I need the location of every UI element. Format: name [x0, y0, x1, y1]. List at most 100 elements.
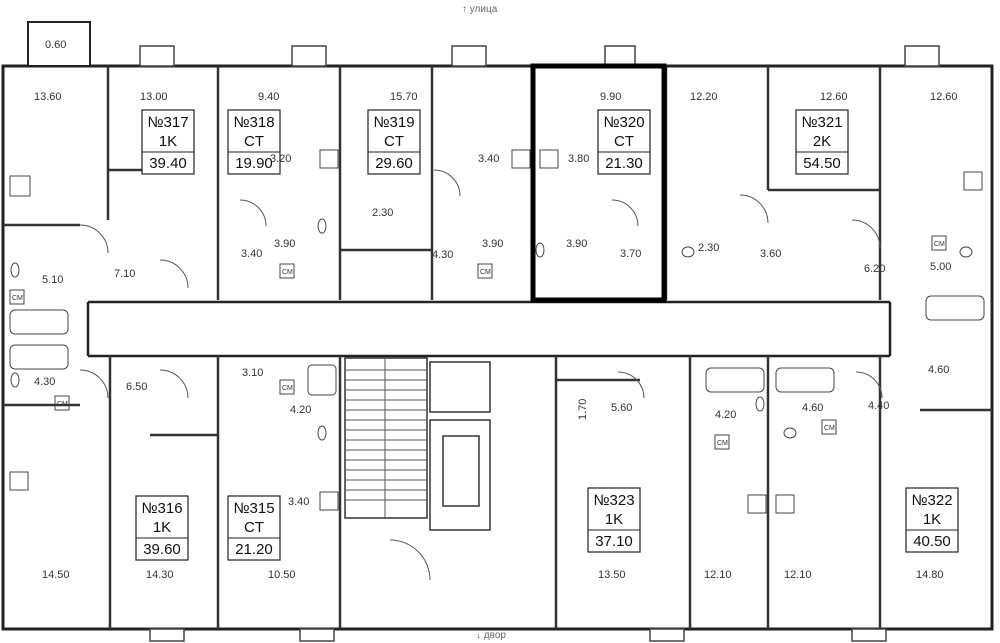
room-area: 7.10 [114, 268, 135, 280]
stair-core [344, 357, 491, 531]
balcony [27, 21, 91, 67]
unit-type: 1K [153, 519, 171, 536]
washer-label: CM [282, 385, 293, 392]
room-area: 13.50 [598, 569, 626, 581]
unit-number: №316 [141, 500, 182, 517]
room-area: 2.30 [372, 207, 393, 219]
room-area: 3.90 [566, 238, 587, 250]
toilets [10, 218, 973, 441]
direction-top: ↑ улица [462, 4, 498, 15]
unit-number: №323 [593, 492, 634, 509]
room-area: 2.30 [698, 242, 719, 254]
unit-area: 37.10 [595, 533, 633, 550]
room-area: 3.90 [482, 238, 503, 250]
unit-type: CT [244, 519, 264, 536]
unit-type: 2K [813, 133, 831, 150]
room-area: 14.50 [42, 569, 70, 581]
room-area: 4.60 [802, 402, 823, 414]
washer-label: CM [57, 401, 68, 408]
room-area: 12.60 [820, 91, 848, 103]
washer-label: CM [824, 425, 835, 432]
unit-316-label: №316 1K 39.60 [135, 495, 189, 561]
room-area: 15.70 [390, 91, 418, 103]
room-area: 9.40 [258, 91, 279, 103]
unit-area: 19.90 [235, 155, 273, 172]
fixture-labels: CM CM CM CM CM CM CM CM [12, 241, 945, 447]
washer-label: CM [934, 241, 945, 248]
room-area: 4.30 [432, 249, 453, 261]
direction-bottom: ↓ двор [476, 630, 506, 641]
room-area: 12.60 [930, 91, 958, 103]
room-area: 3.90 [274, 238, 295, 250]
room-area: 14.80 [916, 569, 944, 581]
room-area: 12.10 [784, 569, 812, 581]
room-area: 3.80 [568, 153, 589, 165]
stoves [9, 149, 983, 514]
unit-number: №318 [233, 114, 274, 131]
room-area: 3.40 [241, 248, 262, 260]
room-area: 4.40 [868, 400, 889, 412]
unit-area: 21.30 [605, 155, 643, 172]
washer-label: CM [480, 269, 491, 276]
room-area: 3.60 [760, 248, 781, 260]
room-area: 3.40 [478, 153, 499, 165]
room-area: 0.60 [45, 39, 66, 51]
room-area: 13.60 [34, 91, 62, 103]
room-area: 4.60 [928, 364, 949, 376]
room-area: 3.10 [242, 367, 263, 379]
room-area: 3.20 [270, 153, 291, 165]
unit-number: №321 [801, 114, 842, 131]
washers [9, 235, 947, 450]
washer-label: CM [12, 295, 23, 302]
unit-number: №317 [147, 114, 188, 131]
room-area: 13.00 [140, 91, 168, 103]
room-area: 5.60 [611, 402, 632, 414]
room-area: 9.90 [600, 91, 621, 103]
unit-type: CT [384, 133, 404, 150]
room-area: 12.20 [690, 91, 718, 103]
unit-317-label: №317 1K 39.40 [141, 109, 195, 175]
washer-label: CM [282, 269, 293, 276]
unit-number: №320 [603, 114, 644, 131]
room-area: 5.10 [42, 274, 63, 286]
unit-area: 39.40 [149, 155, 187, 172]
room-area: 3.40 [288, 496, 309, 508]
bathtubs [9, 295, 985, 396]
unit-type: CT [614, 133, 634, 150]
windows [139, 45, 940, 642]
unit-area: 21.20 [235, 541, 273, 558]
unit-type: 1K [159, 133, 177, 150]
unit-number: №315 [233, 500, 274, 517]
unit-number: №319 [373, 114, 414, 131]
room-area: 4.20 [290, 404, 311, 416]
room-area-labels: 0.60 13.60 13.00 9.40 15.70 9.90 12.20 12.60 12.… [34, 39, 958, 581]
unit-area: 29.60 [375, 155, 413, 172]
room-area: 4.30 [34, 376, 55, 388]
room-area: 10.50 [268, 569, 296, 581]
room-area: 1.70 [577, 399, 589, 420]
room-area: 6.50 [126, 381, 147, 393]
room-area: 4.20 [715, 409, 736, 421]
room-area: 5.00 [930, 261, 951, 273]
unit-type: CT [244, 133, 264, 150]
washer-label: CM [717, 440, 728, 447]
room-area: 6.20 [864, 263, 885, 275]
room-area: 12.10 [704, 569, 732, 581]
corridor [86, 300, 892, 358]
unit-320-highlight [530, 63, 667, 303]
room-area: 3.70 [620, 248, 641, 260]
door-swings [79, 169, 883, 581]
unit-number: №322 [911, 492, 952, 509]
room-area: 14.30 [146, 569, 174, 581]
unit-area: 39.60 [143, 541, 181, 558]
unit-type: 1K [923, 511, 941, 528]
